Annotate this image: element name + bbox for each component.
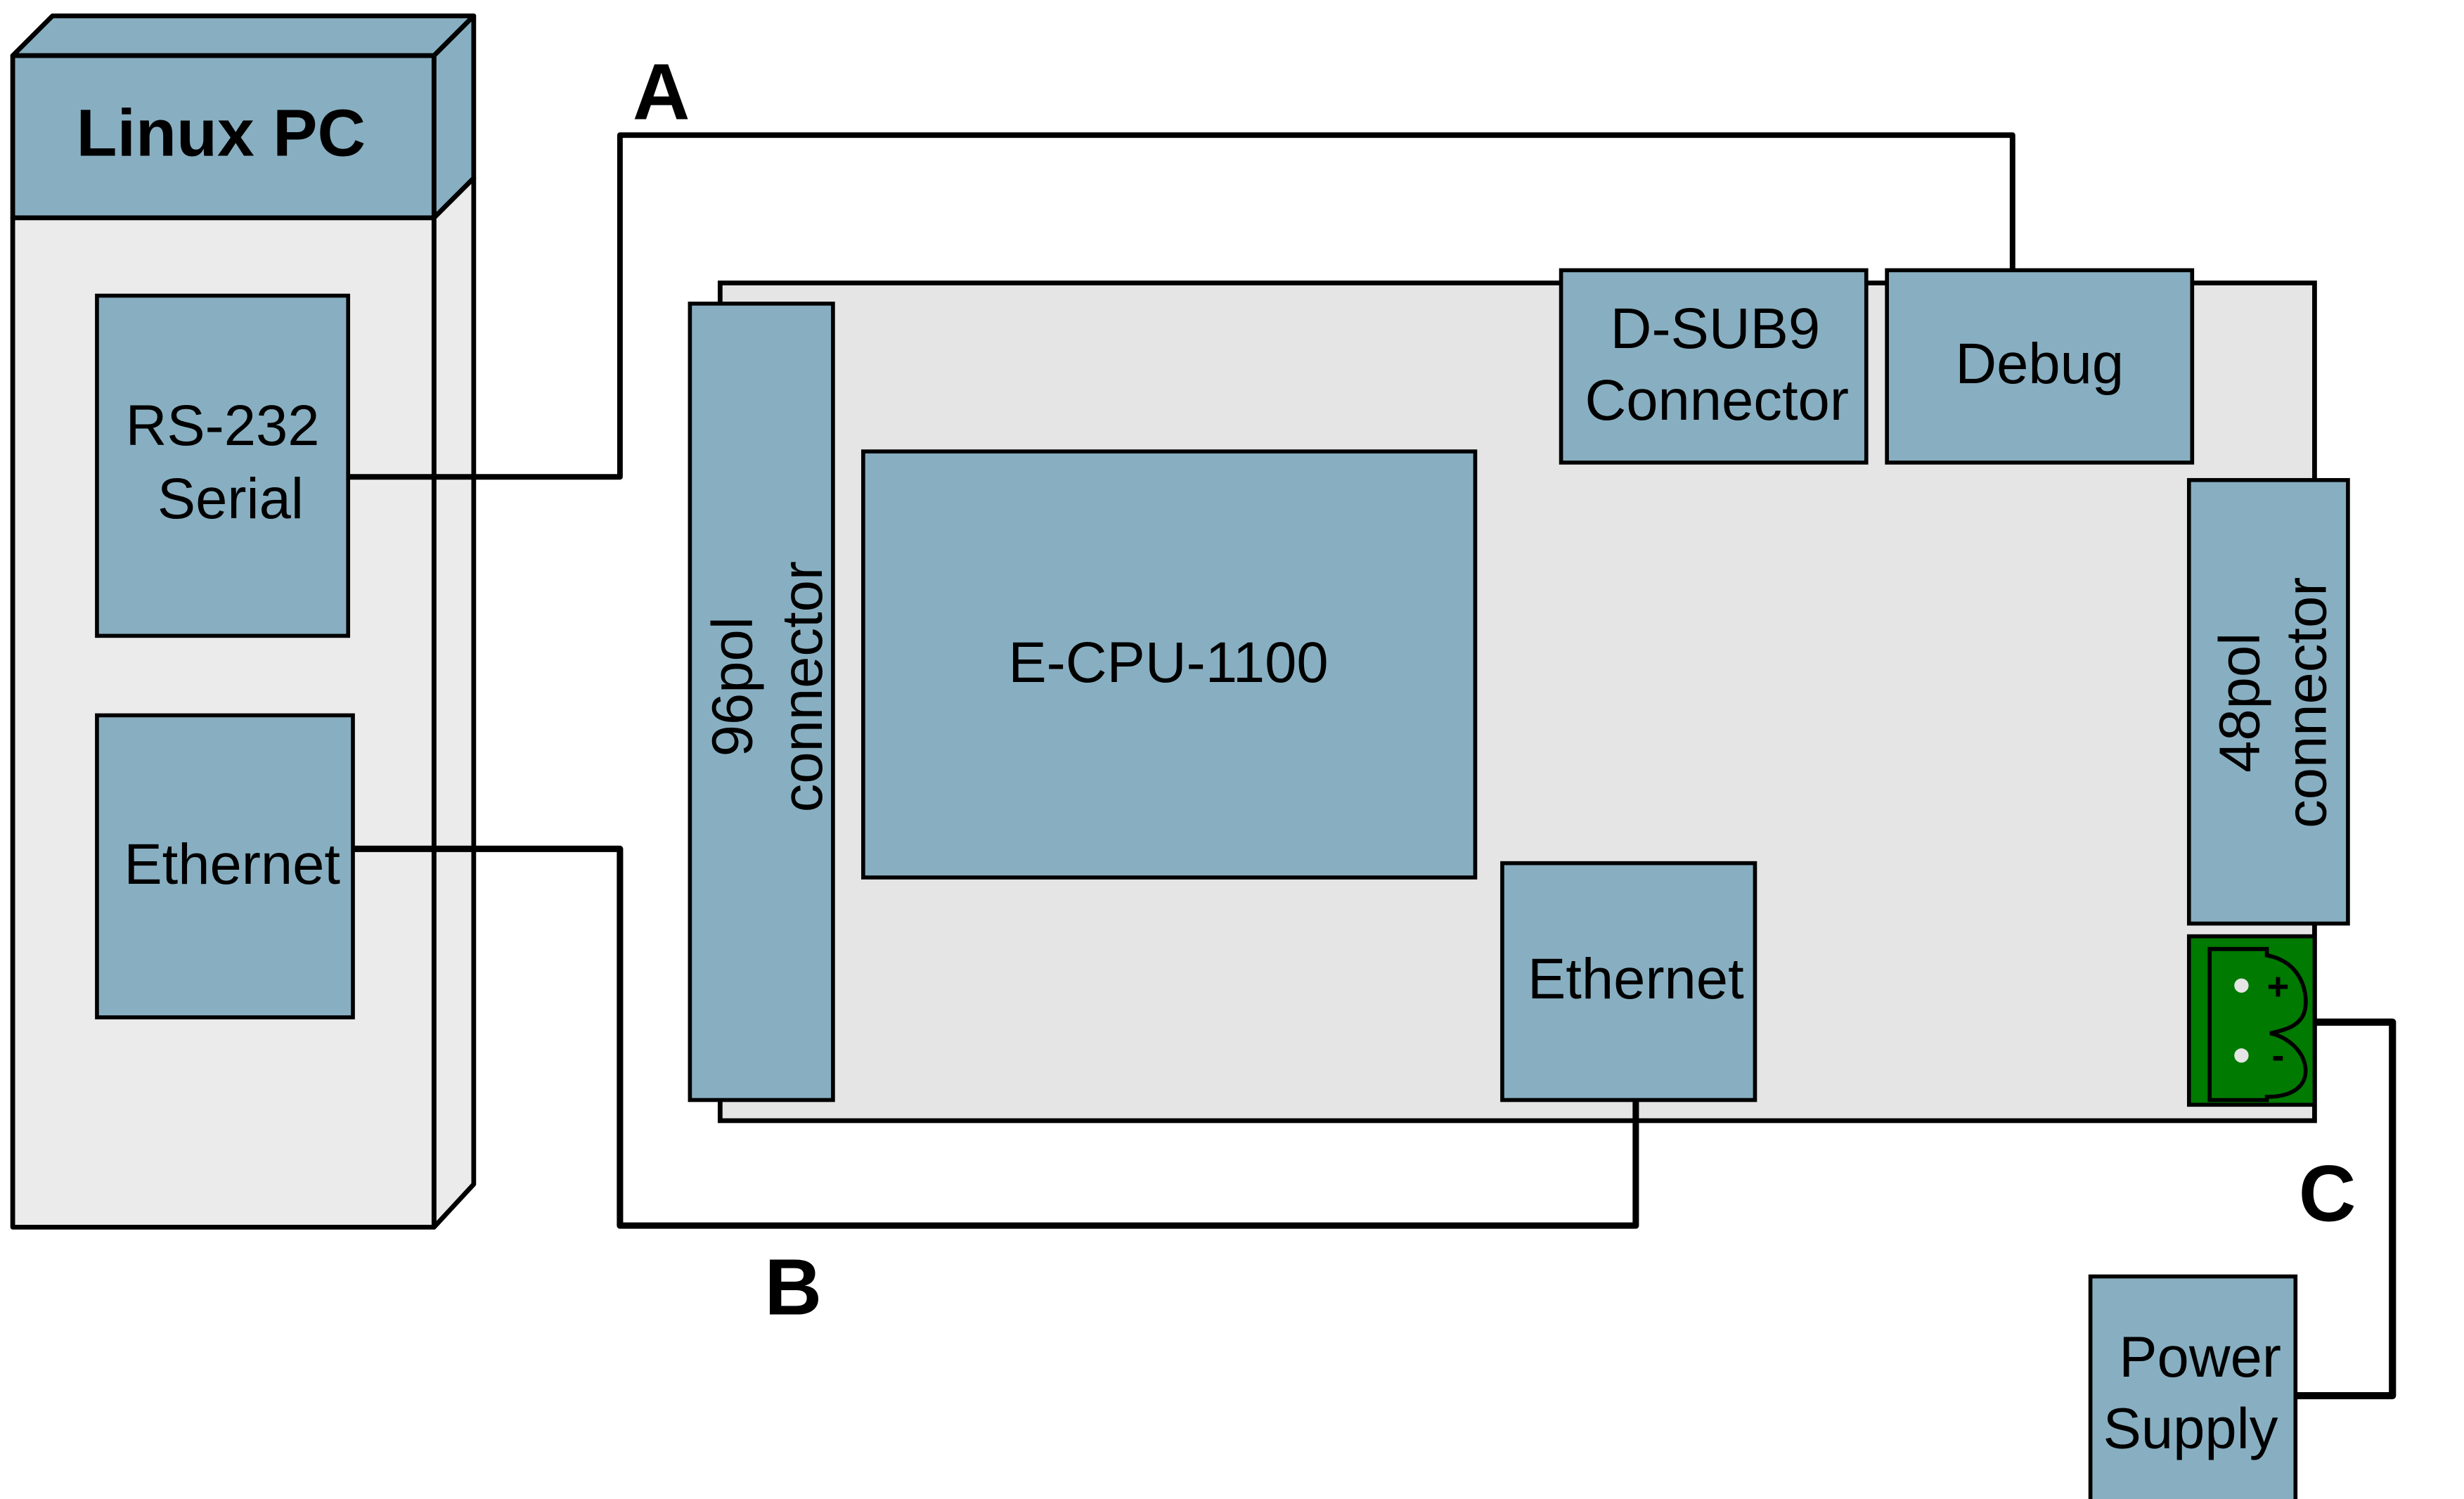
debug-connector: Debug xyxy=(1885,268,2195,465)
dsub9-label-line1: D-SUB9 xyxy=(1611,297,1820,361)
connection-a-wire xyxy=(348,132,2015,480)
e-cpu-board: 96pol connector E-CPU-1100 D-SUB9 Connec… xyxy=(688,268,2350,1124)
power-supply-label-line2: Supply xyxy=(2103,1397,2278,1461)
dsub9-connector: D-SUB9 Connector xyxy=(1559,268,1869,465)
pc-ethernet-label: Ethernet xyxy=(124,832,340,896)
connector-96pol: 96pol connector xyxy=(688,301,835,1102)
pc-top-face xyxy=(10,13,477,58)
cpu-label: E-CPU-1100 xyxy=(1008,631,1328,695)
rs232-label-line2: Serial xyxy=(157,467,304,531)
connection-b-label: B xyxy=(765,1243,823,1332)
connection-b-wire xyxy=(353,845,1639,1229)
debug-label: Debug xyxy=(1955,332,2124,396)
connection-c-wire xyxy=(2295,1018,2397,1400)
pc-title: Linux PC xyxy=(77,96,366,171)
connection-a-label: A xyxy=(633,48,690,136)
connector-96pol-label-line2: connector xyxy=(770,561,834,812)
pc-rs232-port: RS-232 Serial xyxy=(95,293,351,638)
pc-ethernet-port: Ethernet xyxy=(95,713,355,1019)
dsub9-label-line2: Connector xyxy=(1585,368,1848,432)
power-supply: Power Supply xyxy=(2088,1274,2298,1499)
terminal-pin-minus xyxy=(2234,1048,2249,1063)
terminal-plus-sign: + xyxy=(2267,966,2290,1008)
connection-c-label: C xyxy=(2299,1149,2356,1237)
rs232-label-line1: RS-232 xyxy=(126,394,320,458)
terminal-minus-sign: - xyxy=(2271,1034,2284,1076)
board-ethernet-port: Ethernet xyxy=(1500,861,1757,1102)
pc-header xyxy=(10,53,437,221)
power-terminal: + - xyxy=(2186,934,2317,1107)
connector-96pol-label-line1: 96pol xyxy=(701,617,765,757)
terminal-outline xyxy=(2207,946,2308,1102)
board-ethernet-label: Ethernet xyxy=(1528,947,1744,1011)
connector-48pol-label-line2: connector xyxy=(2274,577,2338,828)
cpu-module: E-CPU-1100 xyxy=(861,449,1478,880)
connector-48pol-label-line1: 48pol xyxy=(2207,633,2271,773)
connector-48pol: 48pol connector xyxy=(2186,477,2350,926)
terminal-pin-plus xyxy=(2234,978,2249,993)
power-supply-label-line1: Power xyxy=(2119,1325,2281,1389)
pc-side-face xyxy=(431,175,477,1230)
linux-pc: Linux PC RS-232 Serial Ethernet xyxy=(10,13,477,1230)
